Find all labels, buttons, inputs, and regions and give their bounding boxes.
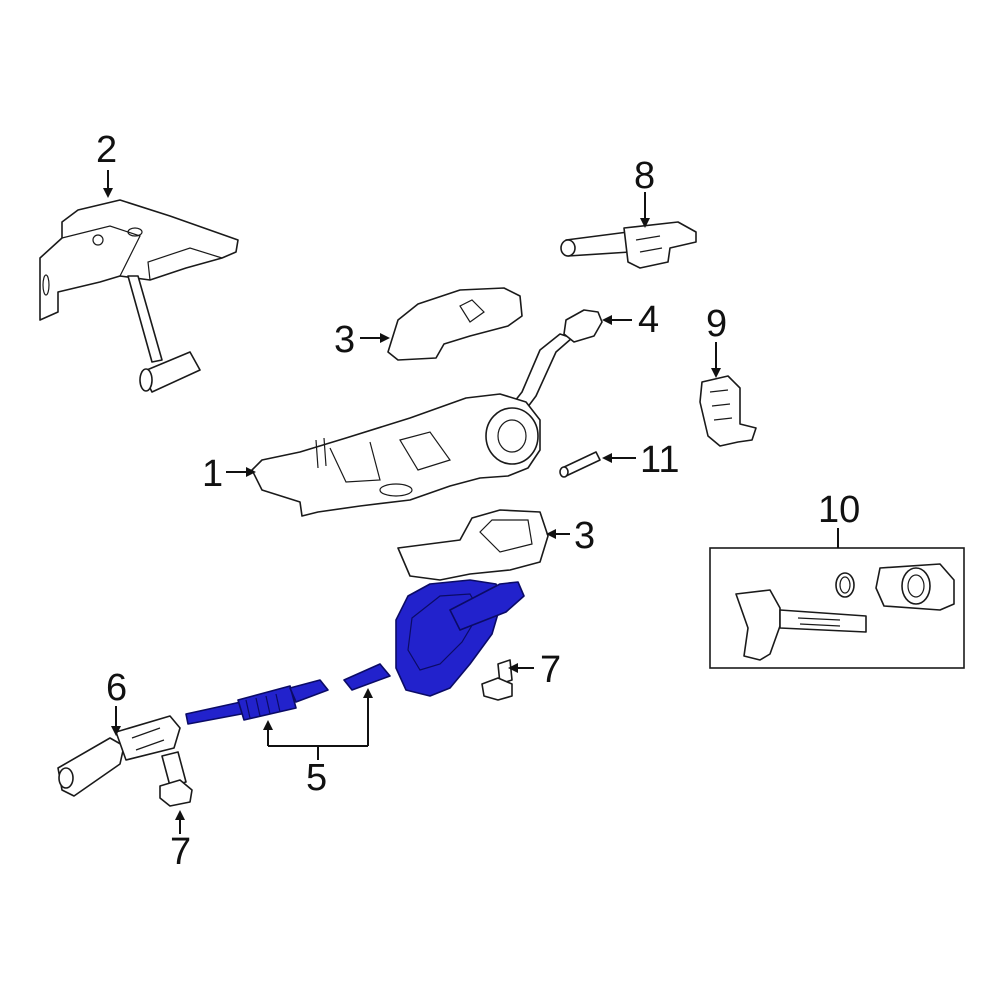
callout-10: 10 [818,489,860,531]
part-5-steering-shaft[interactable] [185,579,525,725]
part-8-switch[interactable] [560,221,697,269]
part-9-module[interactable] [699,375,757,447]
callout-2: 2 [96,129,117,171]
part-6-universal-joint[interactable] [57,715,181,797]
callout-5: 5 [306,757,327,799]
callout-11: 11 [640,439,679,481]
callout-9: 9 [706,303,727,345]
part-7-bolt-right[interactable] [481,659,513,701]
callout-4: 4 [638,299,659,341]
callout-3-upper: 3 [334,319,355,361]
part-7-bolt-left[interactable] [159,751,193,807]
callout-8: 8 [634,155,655,197]
part-3-upper-shroud[interactable] [387,287,523,361]
part-11-pin[interactable] [559,451,601,478]
leader-lines [103,170,839,834]
part-1-column-housing[interactable] [251,393,541,517]
part-2-bracket[interactable] [39,199,239,393]
callout-1: 1 [202,453,223,495]
part-3-lower-shroud[interactable] [397,509,549,581]
part-10-lock-kit[interactable] [709,547,965,669]
callout-3-lower: 3 [574,515,595,557]
callout-7-left: 7 [170,831,191,873]
callout-7-right: 7 [540,649,561,691]
callout-6: 6 [106,667,127,709]
